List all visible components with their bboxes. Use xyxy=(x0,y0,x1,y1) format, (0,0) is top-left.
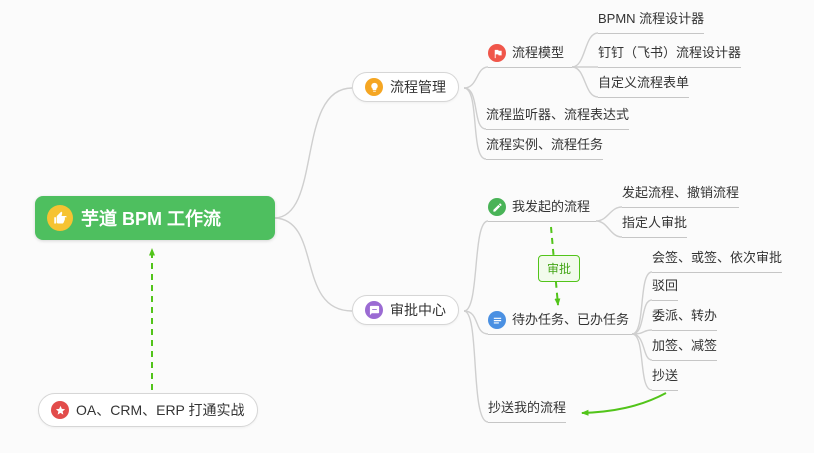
topic-reject[interactable]: 驳回 xyxy=(652,277,679,301)
bulb-icon xyxy=(365,78,383,96)
topic-label: 流程模型 xyxy=(512,45,565,60)
topic-label: 驳回 xyxy=(652,278,679,293)
topic-label: 委派、转办 xyxy=(652,308,718,323)
topic-label: 流程实例、流程任务 xyxy=(486,137,604,152)
flag-icon xyxy=(488,44,506,62)
topic-add-remove-sign[interactable]: 加签、减签 xyxy=(652,337,718,361)
topic-label: 抄送 xyxy=(652,368,679,383)
topic-process-management[interactable]: 流程管理 xyxy=(352,72,459,102)
topic-assignee-approval[interactable]: 指定人审批 xyxy=(622,214,688,238)
thumbs-up-icon xyxy=(47,205,73,231)
topic-custom-form[interactable]: 自定义流程表单 xyxy=(598,74,690,98)
topic-cc-my-process[interactable]: 抄送我的流程 xyxy=(488,399,567,423)
pencil-icon xyxy=(488,198,506,216)
topic-label: 待办任务、已办任务 xyxy=(512,312,630,327)
topic-label: 流程监听器、流程表达式 xyxy=(486,107,630,122)
root-topic-label: 芋道 BPM 工作流 xyxy=(81,209,222,229)
topic-process-instance[interactable]: 流程实例、流程任务 xyxy=(486,136,604,160)
approval-badge[interactable]: 审批 xyxy=(538,255,581,282)
topic-label: 钉钉（飞书）流程设计器 xyxy=(598,45,742,60)
topic-label: 发起流程、撤销流程 xyxy=(622,185,740,200)
topic-label: 流程管理 xyxy=(390,79,446,95)
topic-label: OA、CRM、ERP 打通实战 xyxy=(76,402,245,418)
root-topic[interactable]: 芋道 BPM 工作流 xyxy=(35,196,275,240)
arrow-initiated-to-tasks xyxy=(550,226,561,306)
topic-initiate-cancel[interactable]: 发起流程、撤销流程 xyxy=(622,184,740,208)
topic-todo-done[interactable]: 待办任务、已办任务 xyxy=(488,311,632,335)
topic-label: 会签、或签、依次审批 xyxy=(652,250,783,265)
topic-label: 抄送我的流程 xyxy=(488,400,567,415)
chat-icon xyxy=(365,301,383,319)
topic-countersign[interactable]: 会签、或签、依次审批 xyxy=(652,249,783,273)
star-icon xyxy=(51,401,69,419)
topic-approval-center[interactable]: 审批中心 xyxy=(352,295,459,325)
topic-dingtalk-designer[interactable]: 钉钉（飞书）流程设计器 xyxy=(598,44,742,68)
topic-my-initiated[interactable]: 我发起的流程 xyxy=(488,198,596,222)
topic-label: 自定义流程表单 xyxy=(598,75,690,90)
topic-delegate-transfer[interactable]: 委派、转办 xyxy=(652,307,718,331)
topic-label: 审批中心 xyxy=(390,302,446,318)
arrow-cc-to-cc-my-process xyxy=(581,392,667,416)
list-icon xyxy=(488,311,506,329)
branch-connectors xyxy=(274,32,653,423)
topic-label: 指定人审批 xyxy=(622,215,688,230)
topic-label: 加签、减签 xyxy=(652,338,718,353)
topic-process-listener[interactable]: 流程监听器、流程表达式 xyxy=(486,106,630,130)
topic-oa-crm-erp[interactable]: OA、CRM、ERP 打通实战 xyxy=(38,393,258,427)
topic-cc[interactable]: 抄送 xyxy=(652,367,679,391)
topic-label: BPMN 流程设计器 xyxy=(598,11,705,26)
topic-label: 我发起的流程 xyxy=(512,199,591,214)
topic-bpmn-designer[interactable]: BPMN 流程设计器 xyxy=(598,10,705,34)
topic-process-model[interactable]: 流程模型 xyxy=(488,44,572,68)
